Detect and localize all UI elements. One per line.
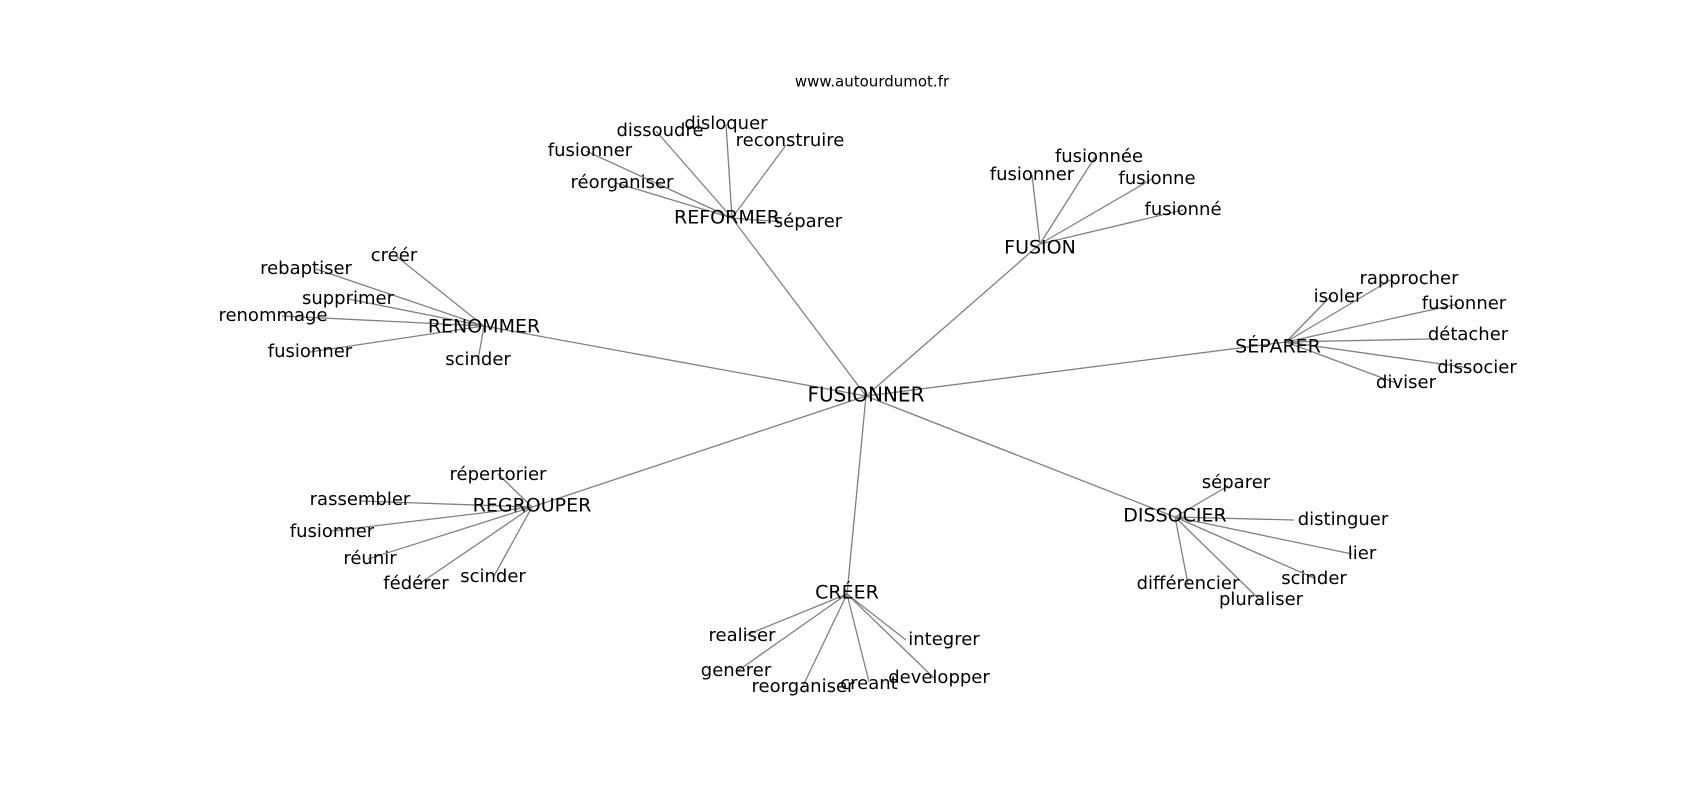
edge-hub-to-word	[731, 144, 787, 219]
edge-hub-to-word	[731, 217, 783, 223]
edge-hub-to-word	[493, 506, 533, 577]
word-node[interactable]: fusionne	[1118, 168, 1195, 189]
edge-center-to-hub	[865, 395, 1176, 518]
word-node[interactable]: différencier	[1137, 573, 1240, 594]
edge-hub-to-word	[615, 182, 733, 219]
edge-hub-to-word	[1174, 516, 1189, 585]
edge-center-to-hub	[865, 341, 1287, 397]
edge-hub-to-word	[1174, 485, 1229, 518]
word-node[interactable]: pluraliser	[1219, 589, 1304, 610]
word-node[interactable]: distinguer	[1298, 509, 1389, 530]
edge-hub-to-word	[367, 506, 533, 560]
word-node[interactable]: fusionner	[268, 341, 353, 362]
graph-edges	[281, 123, 1471, 689]
edge-center-to-hub	[483, 325, 867, 397]
edge-hub-to-word	[315, 268, 485, 327]
word-node[interactable]: scinder	[445, 349, 511, 370]
edge-hub-to-word	[801, 593, 848, 689]
word-node[interactable]: fusionner	[990, 164, 1075, 185]
edge-hub-to-word	[477, 325, 485, 361]
word-node[interactable]: reconstruire	[736, 130, 845, 151]
hub-node[interactable]: SÉPARER	[1235, 335, 1321, 358]
word-node[interactable]: rapprocher	[1359, 268, 1459, 289]
edge-hub-to-word	[395, 255, 485, 327]
edge-hub-to-word	[359, 500, 533, 508]
edge-hub-to-word	[735, 593, 848, 673]
word-node[interactable]: fusionné	[1144, 199, 1221, 220]
word-node[interactable]: supprimer	[302, 288, 395, 309]
word-node[interactable]: renommage	[218, 305, 327, 326]
edge-center-to-hub	[846, 395, 867, 595]
source-label: www.autourdumot.fr	[795, 73, 950, 91]
word-node[interactable]: répertorier	[450, 464, 548, 485]
edge-hub-to-word	[1174, 516, 1353, 555]
edge-hub-to-word	[497, 473, 533, 508]
word-node[interactable]: isoler	[1314, 286, 1363, 307]
word-node[interactable]: détacher	[1428, 324, 1509, 345]
word-node[interactable]: fédérer	[383, 573, 449, 594]
edge-hub-to-word	[1285, 303, 1459, 343]
word-node[interactable]: fusionner	[548, 140, 633, 161]
edge-hub-to-word	[418, 506, 533, 585]
word-node[interactable]: séparer	[1202, 472, 1271, 493]
hub-node[interactable]: REFORMER	[674, 207, 780, 229]
graph-labels: www.autourdumot.fr dissoudredisloquerrec…	[218, 73, 1517, 698]
hub-node[interactable]: CRÉER	[815, 581, 879, 604]
word-node[interactable]: diviser	[1376, 372, 1437, 393]
edge-hub-to-word	[309, 325, 485, 353]
edge-center-to-hub	[865, 243, 1041, 397]
word-node[interactable]: realiser	[709, 625, 777, 646]
word-node[interactable]: fusionner	[290, 521, 375, 542]
word-node[interactable]: rebaptiser	[260, 258, 352, 279]
edge-hub-to-word	[846, 593, 870, 683]
hub-node[interactable]: FUSION	[1004, 237, 1076, 259]
edge-hub-to-word	[1039, 209, 1184, 245]
hub-node[interactable]: REGROUPER	[473, 495, 592, 517]
hub-node[interactable]: DISSOCIER	[1123, 505, 1226, 527]
word-node[interactable]: fusionner	[1422, 293, 1507, 314]
word-node[interactable]: dissocier	[1437, 357, 1517, 378]
word-node[interactable]: creant	[840, 673, 897, 694]
edge-center-to-hub	[731, 217, 867, 397]
edge-hub-to-word	[1039, 156, 1096, 245]
word-node[interactable]: réorganiser	[571, 172, 674, 193]
word-node[interactable]: réunir	[343, 548, 397, 569]
word-node[interactable]: fusionnée	[1055, 146, 1143, 167]
word-node[interactable]: developper	[888, 667, 990, 688]
edge-hub-to-word	[281, 315, 485, 327]
edge-hub-to-word	[743, 593, 848, 637]
edge-hub-to-word	[1031, 174, 1041, 245]
word-node[interactable]: scinder	[460, 566, 526, 587]
word-node[interactable]: dissoudre	[616, 120, 703, 141]
edge-hub-to-word	[1285, 338, 1431, 343]
word-node[interactable]: disloquer	[684, 113, 768, 134]
word-node[interactable]: generer	[701, 660, 772, 681]
edge-hub-to-word	[1174, 516, 1262, 602]
edge-hub-to-word	[1285, 278, 1393, 343]
word-node[interactable]: séparer	[774, 211, 843, 232]
word-node[interactable]: créér	[371, 245, 418, 266]
edge-hub-to-word	[1039, 178, 1153, 245]
hub-node[interactable]: RENOMMER	[428, 316, 540, 338]
word-node[interactable]: scinder	[1281, 568, 1347, 589]
edge-hub-to-word	[1285, 341, 1471, 369]
edge-hub-to-word	[1174, 516, 1295, 521]
word-node[interactable]: reorganiser	[752, 676, 855, 697]
word-node[interactable]: integrer	[908, 629, 980, 650]
edge-hub-to-word	[1174, 516, 1315, 579]
edge-hub-to-word	[1285, 341, 1397, 384]
edge-hub-to-word	[331, 506, 533, 532]
edge-hub-to-word	[655, 130, 733, 219]
edge-center-to-hub	[531, 395, 867, 508]
edge-hub-to-word	[585, 150, 733, 219]
edge-hub-to-word	[725, 123, 733, 219]
word-node[interactable]: lier	[1348, 543, 1377, 564]
edge-hub-to-word	[846, 593, 907, 641]
edge-hub-to-word	[347, 298, 485, 327]
edge-hub-to-word	[1285, 296, 1331, 343]
word-node[interactable]: rassembler	[310, 489, 411, 510]
edge-hub-to-word	[846, 593, 935, 679]
center-node[interactable]: FUSIONNER	[808, 383, 925, 407]
